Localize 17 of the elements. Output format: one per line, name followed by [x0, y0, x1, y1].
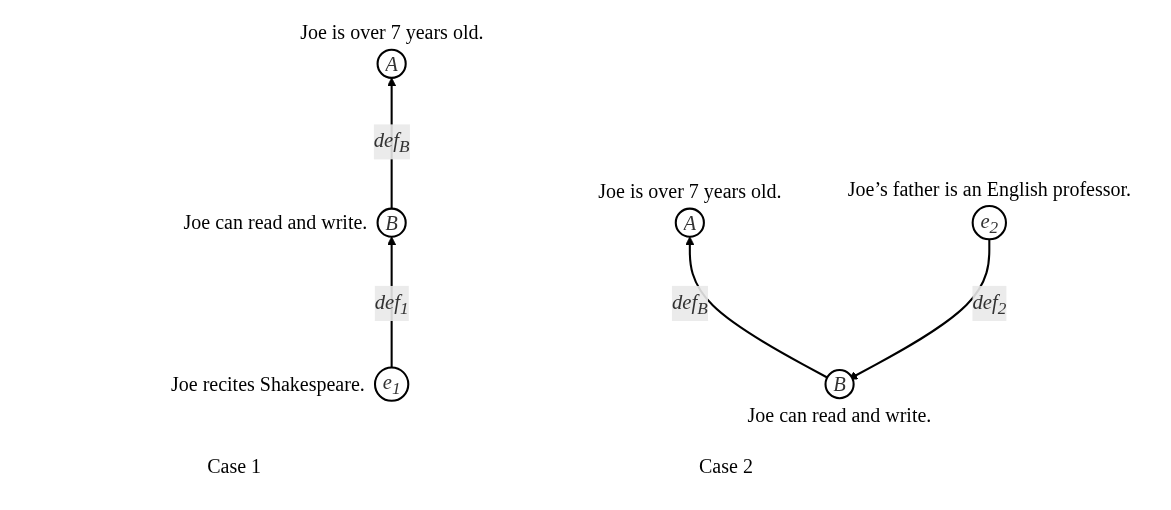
- node-caption: Joe recites Shakespeare.: [171, 372, 365, 396]
- node-caption: Joe’s father is an English professor.: [847, 178, 1132, 202]
- case-caption: Case 1: [207, 455, 262, 478]
- edge-label: def$_{1}$: [374, 289, 409, 318]
- node-caption: Joe is over 7 years old.: [300, 21, 484, 45]
- case-caption: Case 2: [699, 455, 753, 478]
- edge-label: def$_{B}$: [671, 289, 708, 318]
- edge-label: def$_{2}$: [972, 289, 1007, 318]
- node-caption: Joe is over 7 years old.: [598, 180, 782, 204]
- node-circle: e$_{2}$: [971, 205, 1007, 241]
- node-circle: B: [376, 207, 407, 238]
- arrow: [685, 236, 828, 379]
- node-caption: Joe can read and write.: [183, 211, 368, 235]
- edge-label: def$_{B}$: [373, 128, 410, 157]
- node-caption: Joe can read and write.: [747, 403, 932, 427]
- node-circle: e$_{1}$: [373, 366, 410, 402]
- node-circle: B: [824, 369, 855, 400]
